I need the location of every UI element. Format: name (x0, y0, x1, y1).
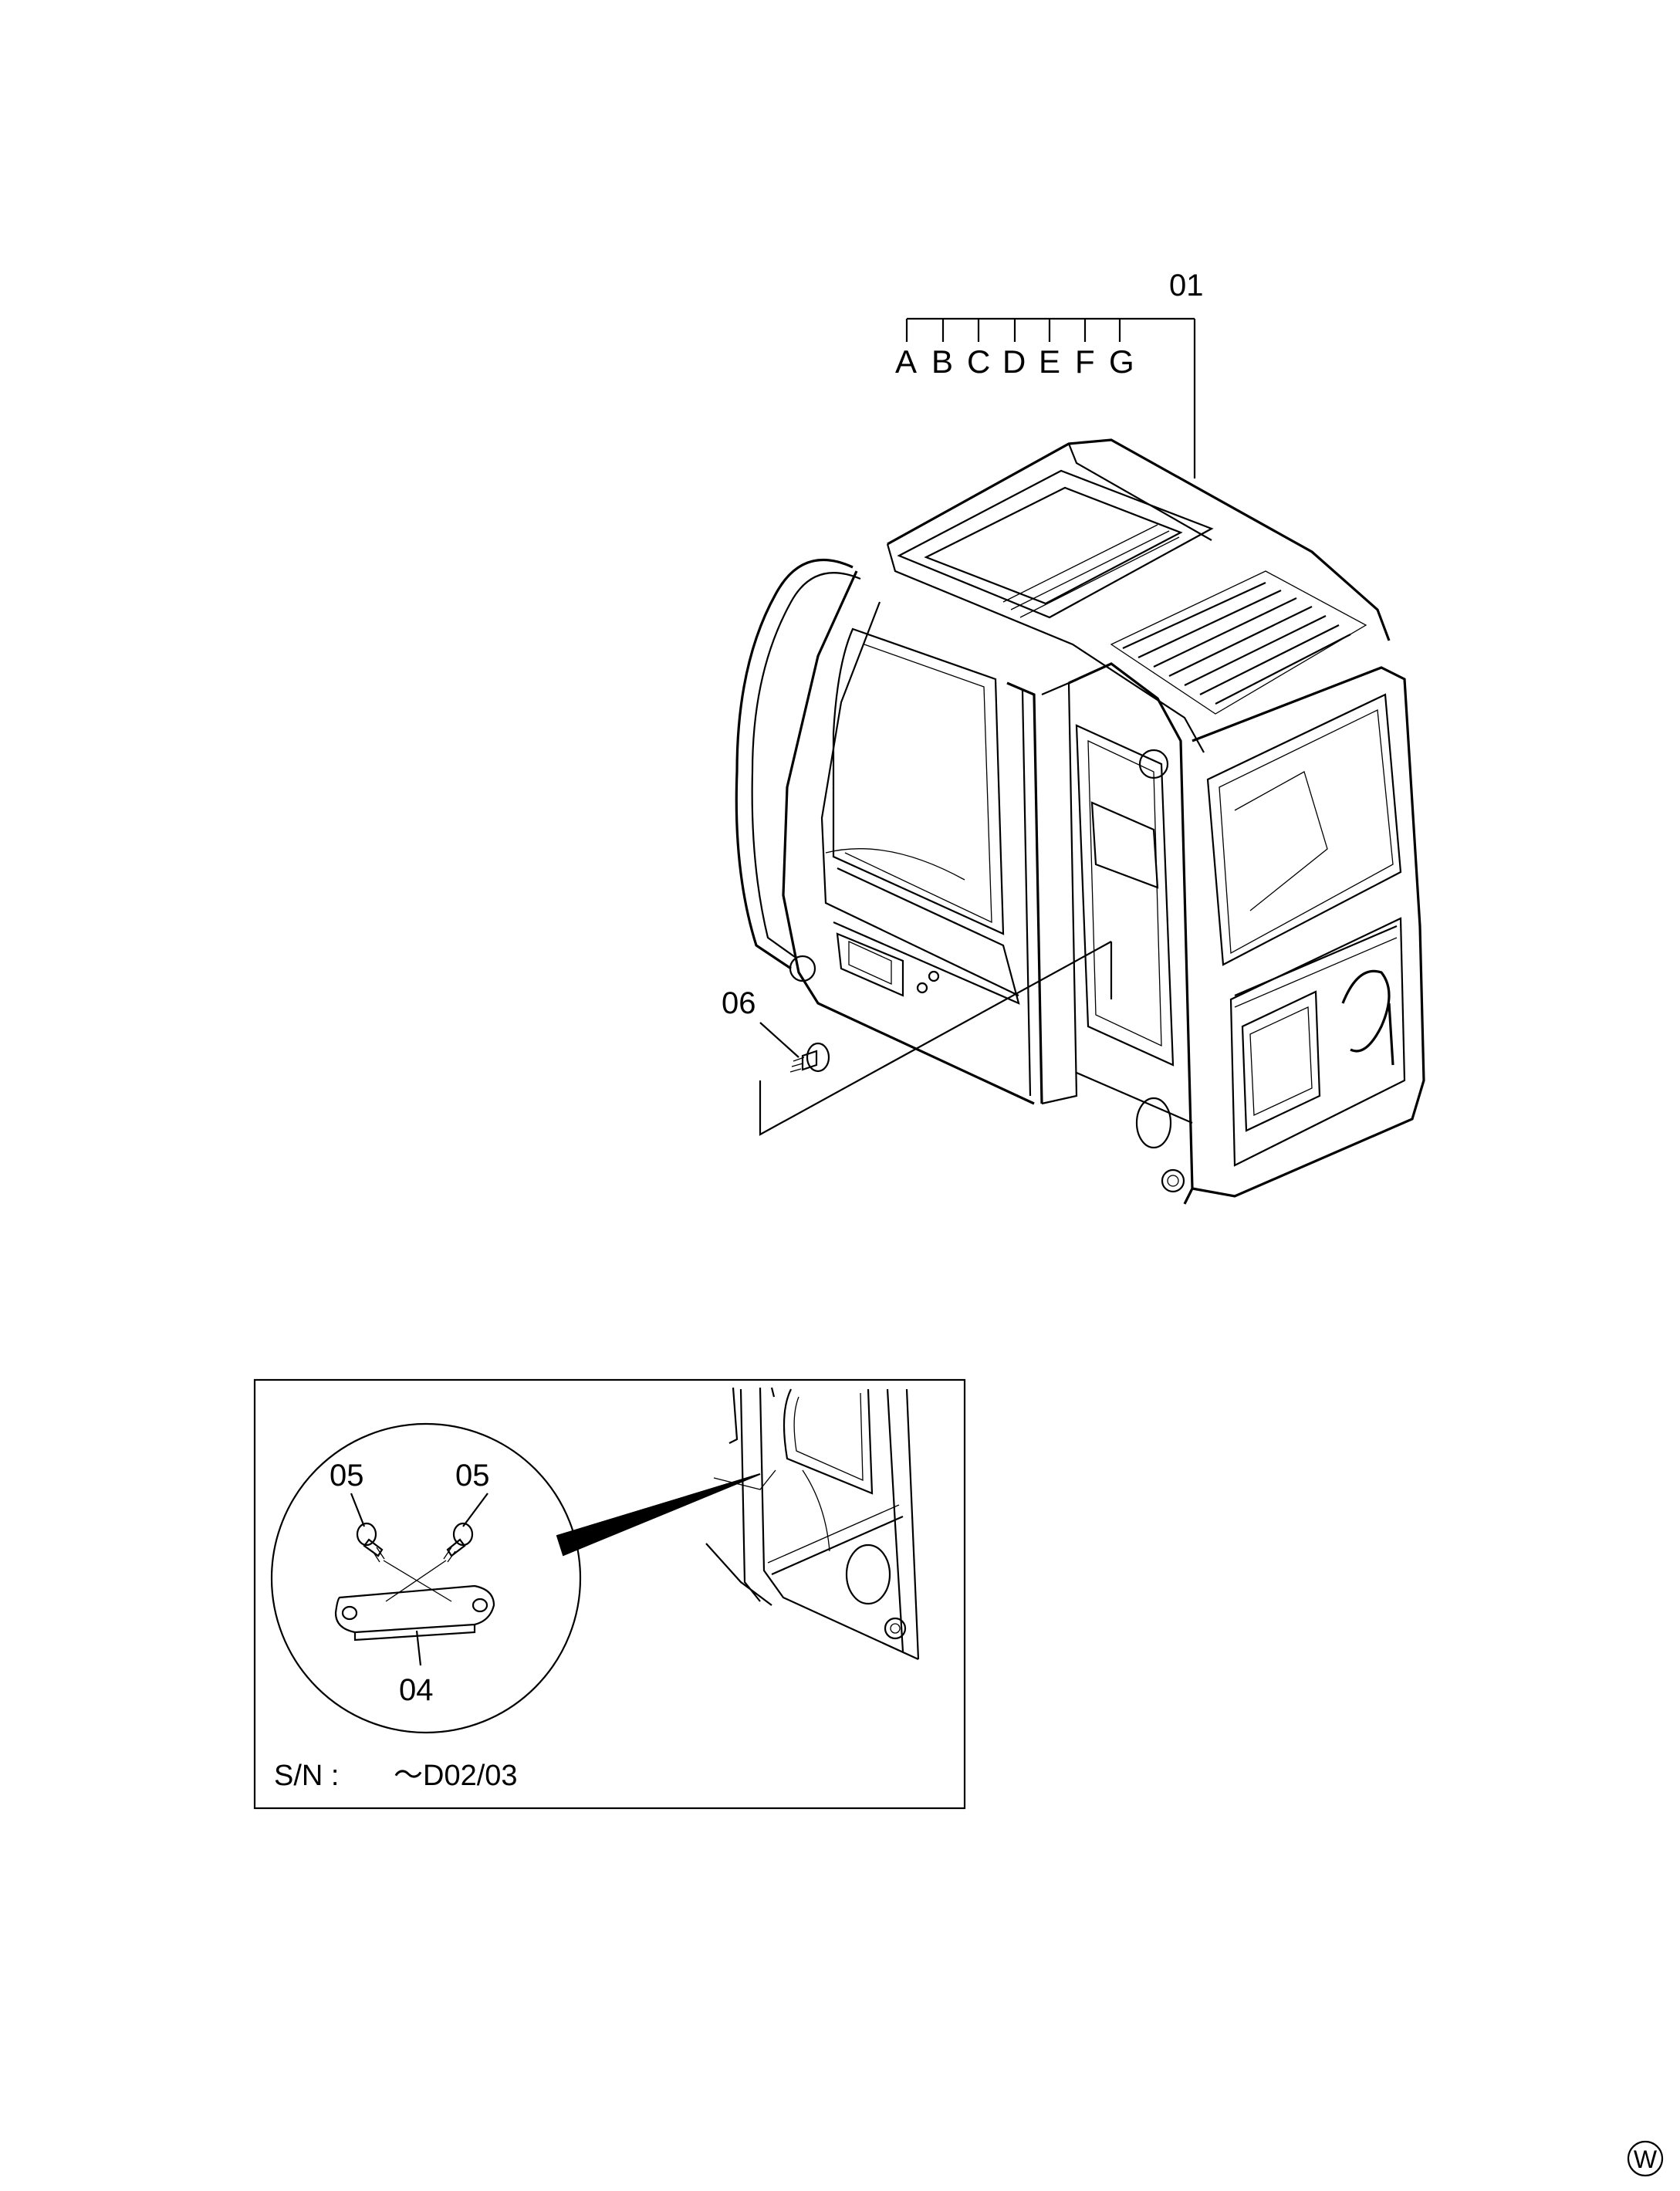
detail-inset: 05 05 04 (253, 1378, 966, 1810)
cab-drawing (735, 438, 1425, 1205)
callout-01: 01 (1169, 269, 1204, 303)
callout-06: 06 (722, 986, 756, 1020)
callout-04: 04 (399, 1673, 434, 1707)
callout-05-left: 05 (330, 1459, 364, 1493)
variant-callout-group: 01 A B C D E F G (895, 269, 1204, 478)
variant-label-f: F (1075, 343, 1095, 380)
callout-06-group: 06 (722, 941, 1113, 1136)
roof-vents (1110, 570, 1367, 715)
bracket-04-icon (334, 1584, 495, 1642)
bolt-05-left-icon (356, 1522, 385, 1563)
callout-05-right: 05 (455, 1459, 490, 1493)
door-detail-view (705, 1387, 920, 1661)
serial-label: S/N : (274, 1760, 339, 1792)
corner-mark-letter: W (1634, 2145, 1658, 2173)
serial-value: ～D02/03 (394, 1760, 518, 1792)
bolt-06-icon (789, 1042, 830, 1073)
variant-label-d: D (1002, 343, 1026, 380)
variant-label-b: B (931, 343, 953, 380)
variant-label-g: G (1109, 343, 1134, 380)
variant-label-c: C (967, 343, 990, 380)
detail-pointer (556, 1473, 761, 1557)
detail-circle (270, 1422, 582, 1734)
bolt-05-right-icon (443, 1522, 474, 1563)
variant-label-a: A (895, 343, 917, 380)
variant-label-e: E (1039, 343, 1060, 380)
corner-mark: W (1627, 2140, 1664, 2177)
